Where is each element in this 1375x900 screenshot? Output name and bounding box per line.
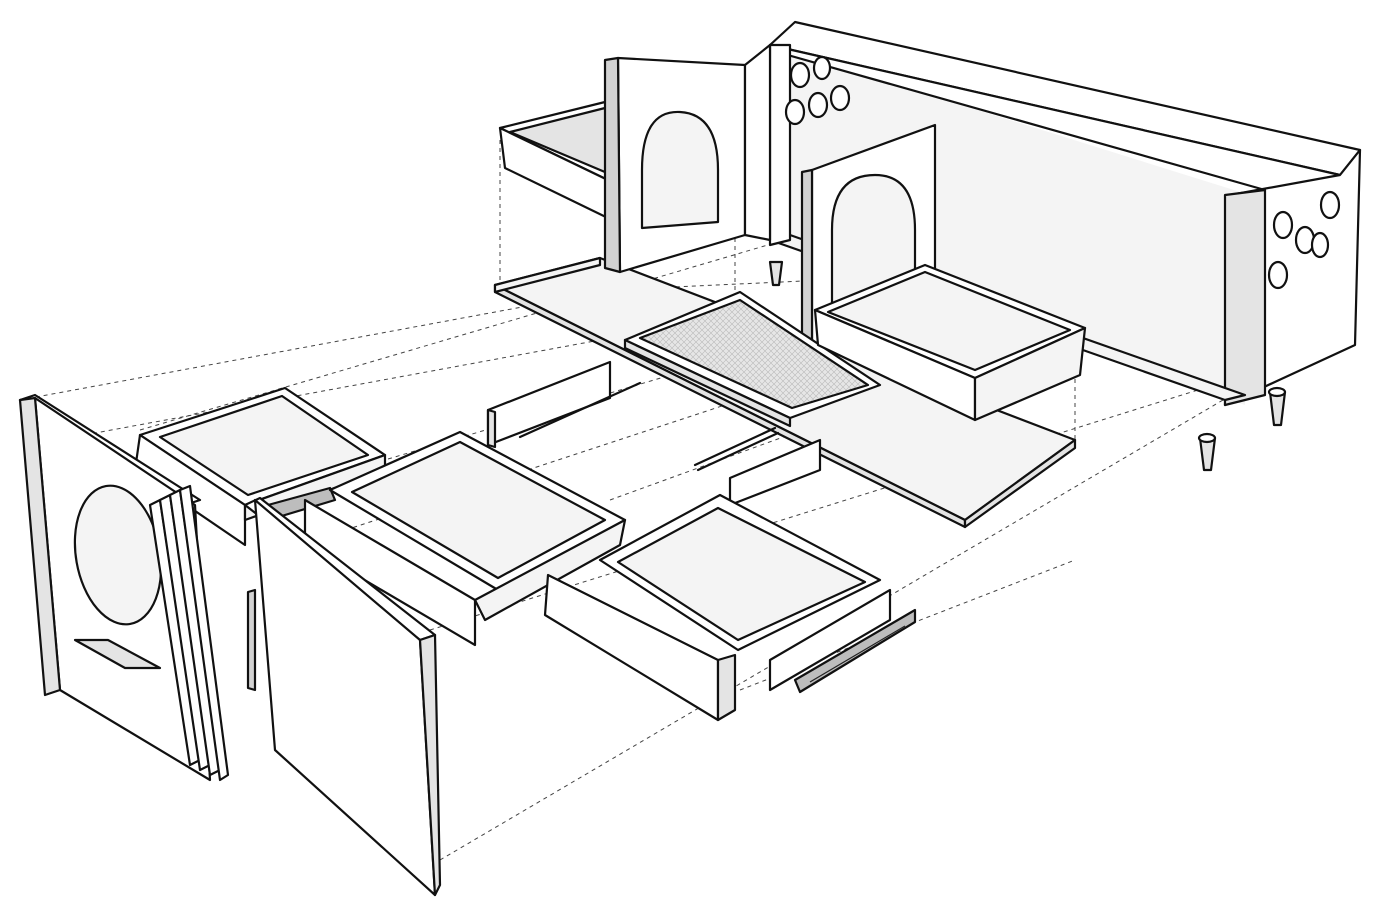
cabinet-legs [768,260,1287,472]
shelf-plate-rear [493,256,602,294]
drawer-back-panel-2 [728,438,822,507]
cabinet-carcass [768,20,1362,407]
vent-holes-left [784,55,851,126]
slatted-panel [148,484,230,782]
drawer-small-right [543,493,892,722]
left-end-panel [18,393,212,782]
vent-holes-right [1267,190,1341,290]
drawer-small-left [133,386,387,547]
drawer-back-panel-1 [486,360,642,449]
arched-divider-rear [603,43,772,274]
drawer-large-center [303,430,627,647]
drawer-slide-runner [793,608,917,694]
drawer-rail-center [693,426,780,472]
mesh-floor-panel [623,290,882,428]
tray-right [813,263,1087,422]
front-door-panel [243,496,442,897]
